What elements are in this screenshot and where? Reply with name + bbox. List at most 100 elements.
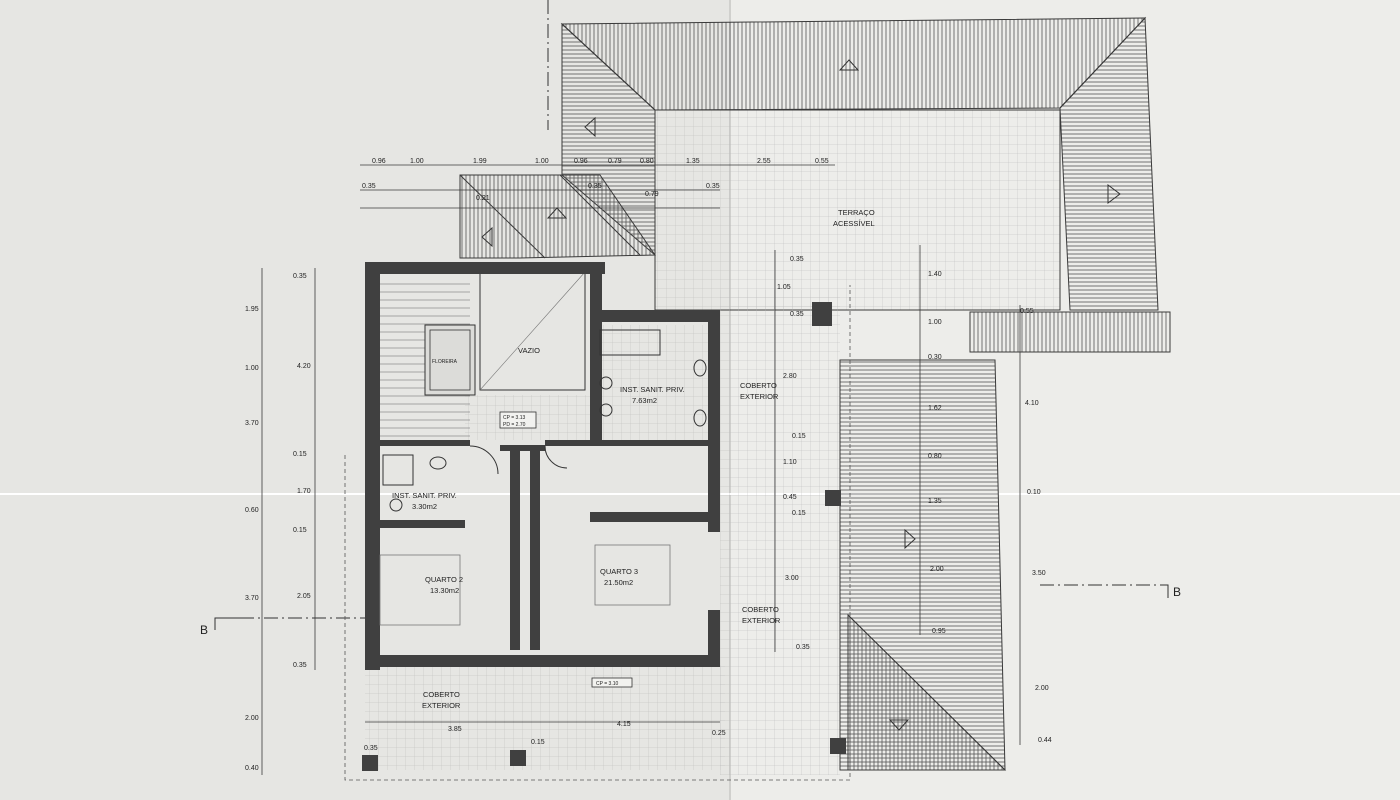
room-inst-sanit-label: INST. SANIT. PRIV. (620, 385, 685, 394)
bed-quarto-2 (379, 554, 461, 626)
svg-text:3.70: 3.70 (245, 595, 259, 602)
dims-bottom: 3.85 4.15 0.25 0.35 0.15 (364, 721, 726, 752)
coberto-1-label: COBERTO (740, 381, 777, 390)
svg-text:1.00: 1.00 (928, 319, 942, 326)
svg-text:0.10: 0.10 (1027, 489, 1041, 496)
wc-tiles (598, 325, 710, 440)
svg-text:2.05: 2.05 (297, 593, 311, 600)
dims-right-mid: 0.35 1.05 0.35 2.80 0.15 1.10 0.45 0.15 … (777, 256, 810, 651)
svg-text:0.21: 0.21 (476, 195, 490, 202)
hall-pd-tag: PD = 2.70 (503, 422, 526, 428)
dims-left-outer: 1.95 1.00 3.70 0.60 3.70 2.00 0.40 (245, 306, 259, 772)
svg-text:0.35: 0.35 (790, 256, 804, 263)
svg-text:1.10: 1.10 (783, 459, 797, 466)
terrace-sub-label: ACESSÍVEL (833, 219, 875, 228)
svg-text:0.15: 0.15 (792, 510, 806, 517)
balcony-ledge (969, 311, 1171, 353)
svg-text:1.00: 1.00 (535, 158, 549, 165)
coberto-level-box (591, 677, 633, 688)
svg-text:2.80: 2.80 (783, 373, 797, 380)
svg-text:4.15: 4.15 (617, 721, 631, 728)
room-quarto-3-area: 21.50m2 (604, 578, 633, 587)
svg-text:2.00: 2.00 (245, 715, 259, 722)
coberto-1-sub-label: EXTERIOR (740, 392, 779, 401)
coberto-2-label: COBERTO (742, 605, 779, 614)
roof-north (560, 17, 1147, 111)
svg-text:0.80: 0.80 (640, 158, 654, 165)
dims-left-inner: 0.35 4.20 0.15 1.70 0.15 2.05 0.35 (293, 273, 311, 669)
svg-text:1.99: 1.99 (473, 158, 487, 165)
svg-text:0.40: 0.40 (245, 765, 259, 772)
svg-text:1.40: 1.40 (928, 271, 942, 278)
svg-text:1.00: 1.00 (410, 158, 424, 165)
svg-text:0.15: 0.15 (531, 739, 545, 746)
svg-text:1.35: 1.35 (928, 498, 942, 505)
coberto-outline (344, 285, 851, 781)
svg-text:0.45: 0.45 (783, 494, 797, 501)
svg-text:4.20: 4.20 (297, 363, 311, 370)
svg-text:0.44: 0.44 (1038, 737, 1052, 744)
svg-text:0.35: 0.35 (364, 745, 378, 752)
section-mark-left: B (200, 623, 208, 637)
dims-top-row2: 0.35 0.35 0.79 0.35 0.21 (362, 183, 720, 202)
terrace-label: TERRAÇO (838, 208, 875, 217)
svg-text:0.15: 0.15 (792, 433, 806, 440)
svg-text:2.55: 2.55 (757, 158, 771, 165)
coberto-3-label: COBERTO (423, 690, 460, 699)
svg-text:3.85: 3.85 (448, 726, 462, 733)
svg-text:1.35: 1.35 (686, 158, 700, 165)
svg-text:2.00: 2.00 (930, 566, 944, 573)
room-wc-small-area: 3.30m2 (412, 502, 437, 511)
section-line (214, 0, 1169, 630)
svg-text:3.70: 3.70 (245, 420, 259, 427)
svg-text:0.15: 0.15 (293, 451, 307, 458)
svg-text:0.95: 0.95 (932, 628, 946, 635)
hall-level-box (499, 411, 537, 429)
bathroom-fixtures (382, 329, 707, 512)
svg-text:0.35: 0.35 (796, 644, 810, 651)
hall-cp-tag: CP = 3.13 (503, 415, 526, 421)
coberto-south-tiles (365, 665, 725, 770)
svg-text:3.00: 3.00 (785, 575, 799, 582)
room-quarto-3-label: QUARTO 3 (600, 567, 638, 576)
svg-text:1.70: 1.70 (297, 488, 311, 495)
dims-top-row1: 0.96 1.00 1.99 1.00 0.96 0.79 0.80 1.35 … (372, 158, 829, 165)
roof-west-small (459, 174, 656, 259)
svg-text:0.35: 0.35 (362, 183, 376, 190)
svg-text:0.79: 0.79 (608, 158, 622, 165)
svg-text:0.55: 0.55 (1020, 308, 1034, 315)
svg-text:0.15: 0.15 (293, 527, 307, 534)
room-quarto-2-label: QUARTO 2 (425, 575, 463, 584)
coberto-3-sub-label: EXTERIOR (422, 701, 461, 710)
svg-text:0.35: 0.35 (293, 662, 307, 669)
room-inst-sanit-area: 7.63m2 (632, 396, 657, 405)
svg-text:4.10: 4.10 (1025, 400, 1039, 407)
svg-text:0.96: 0.96 (372, 158, 386, 165)
void-diagonal (479, 271, 586, 391)
svg-text:2.00: 2.00 (1035, 685, 1049, 692)
svg-text:0.35: 0.35 (706, 183, 720, 190)
svg-text:0.55: 0.55 (815, 158, 829, 165)
bed-quarto-3 (594, 544, 671, 606)
walls (362, 262, 846, 771)
dimension-lines (261, 164, 1021, 775)
section-mark-right: B (1173, 585, 1181, 599)
svg-text:3.50: 3.50 (1032, 570, 1046, 577)
svg-text:0.35: 0.35 (790, 311, 804, 318)
dims-right-roof: 1.40 1.00 0.30 1.62 0.80 1.35 2.00 0.95 (928, 271, 946, 635)
svg-text:0.79: 0.79 (645, 191, 659, 198)
floreira-label: FLOREIRA (432, 359, 458, 365)
room-vazio-label: VAZIO (518, 346, 540, 355)
roof-east (1059, 16, 1159, 311)
svg-text:0.60: 0.60 (245, 507, 259, 514)
dims-right-outer: 0.55 4.10 0.10 3.50 2.00 0.44 (1020, 308, 1052, 744)
roof-southeast (839, 359, 1007, 771)
coberto-2-sub-label: EXTERIOR (742, 616, 781, 625)
svg-text:0.35: 0.35 (588, 183, 602, 190)
coberto-east-tiles (720, 290, 840, 775)
stairs (380, 280, 476, 440)
svg-text:1.00: 1.00 (245, 365, 259, 372)
svg-text:0.25: 0.25 (712, 730, 726, 737)
room-quarto-2-area: 13.30m2 (430, 586, 459, 595)
